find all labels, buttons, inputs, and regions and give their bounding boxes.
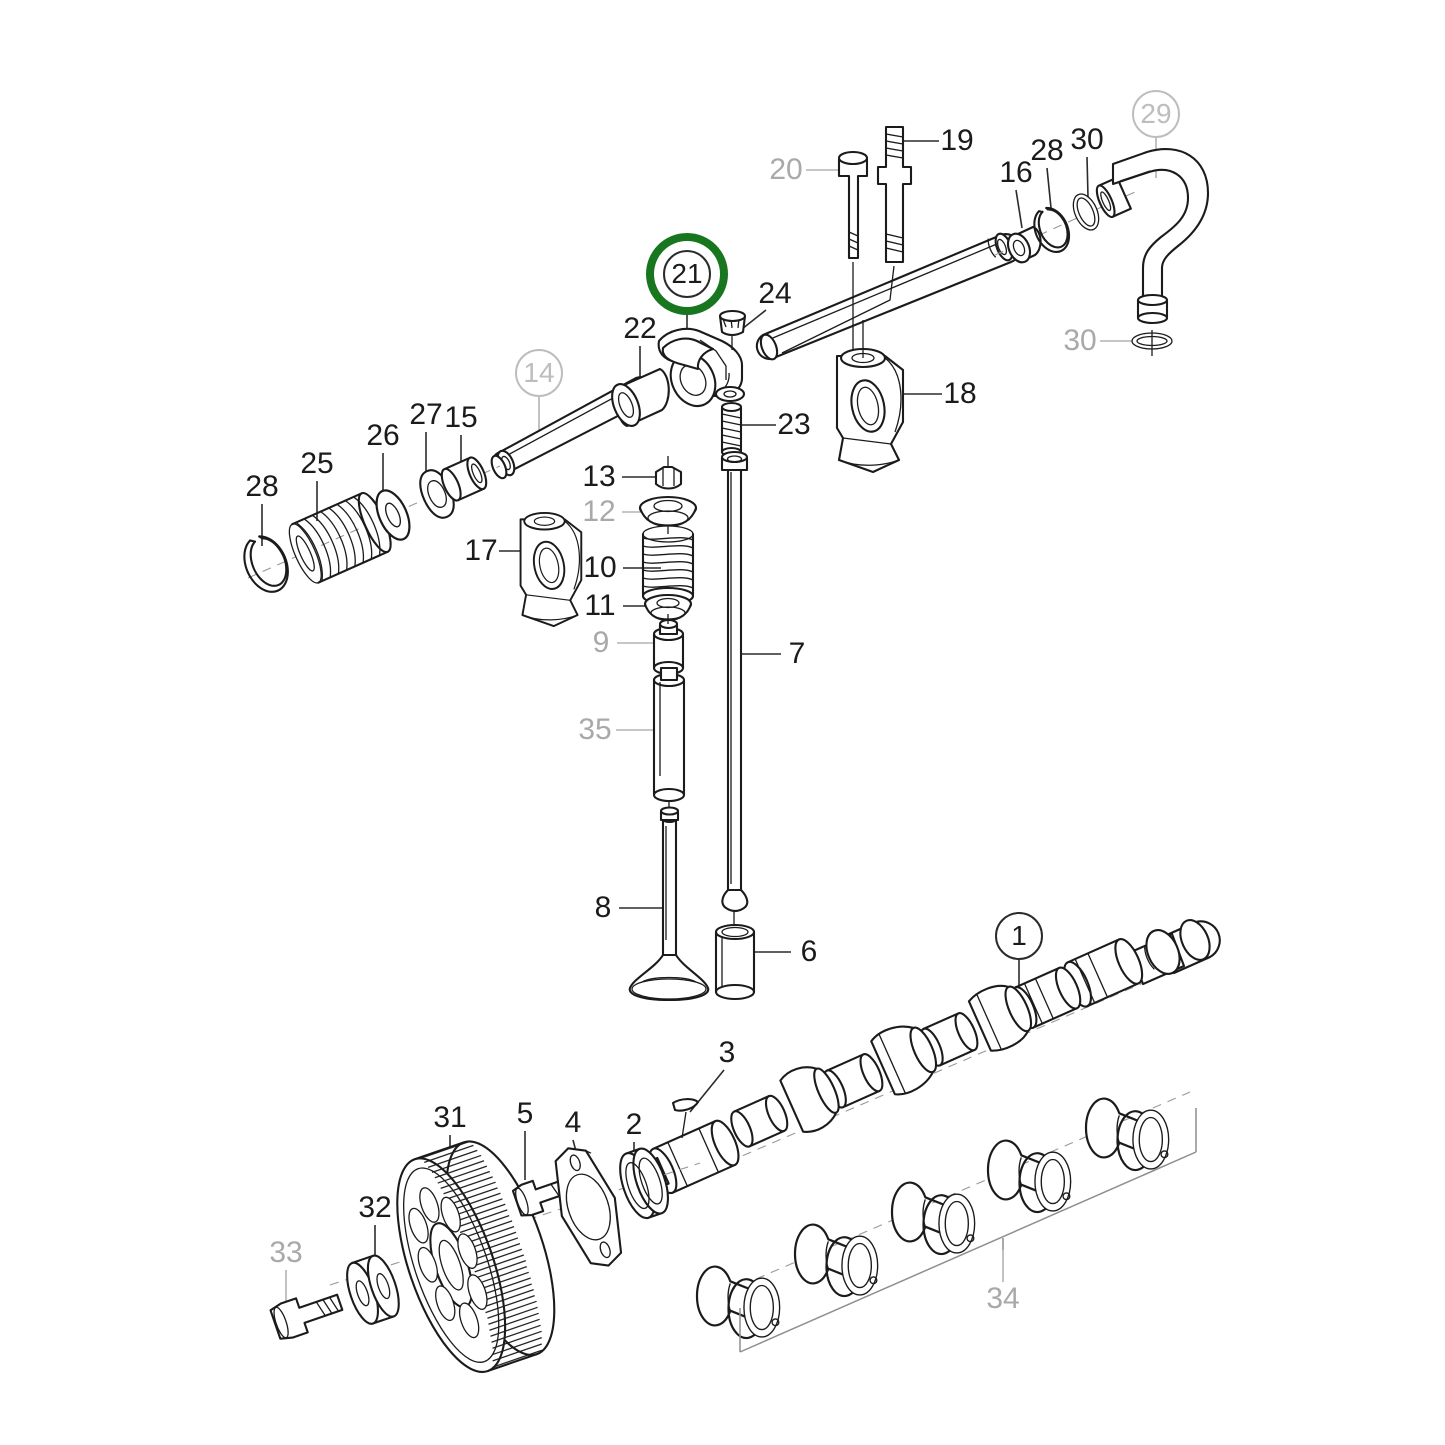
flange-plate-4	[554, 1147, 623, 1267]
part-label-3[interactable]: 3	[718, 1036, 736, 1069]
part-label-8[interactable]: 8	[594, 891, 612, 924]
callout-1[interactable]: 1	[995, 912, 1043, 960]
adjuster-screw-23	[720, 401, 743, 458]
rocker-arm-21	[657, 327, 746, 408]
sleeve-35	[652, 666, 686, 812]
part-label-20[interactable]: 20	[769, 153, 803, 186]
part-label-28-left[interactable]: 28	[245, 470, 279, 503]
timing-gear-31	[396, 1140, 556, 1373]
callout-14-number: 14	[523, 357, 555, 388]
part-24-clip	[718, 309, 747, 350]
part-label-7[interactable]: 7	[788, 637, 806, 670]
part-label-33[interactable]: 33	[269, 1236, 303, 1269]
stud-19	[781, 125, 913, 354]
part-label-30-top[interactable]: 30	[1070, 123, 1104, 156]
part-label-18[interactable]: 18	[943, 377, 977, 410]
part-label-17[interactable]: 17	[464, 534, 498, 567]
part-label-26[interactable]: 26	[366, 419, 400, 452]
part-label-2[interactable]: 2	[625, 1108, 643, 1141]
circlip-28-left	[243, 535, 289, 593]
part-label-6[interactable]: 6	[800, 935, 818, 968]
timing-gear-assembly	[269, 1140, 701, 1373]
part-label-13[interactable]: 13	[582, 460, 616, 493]
valve-spring-10	[641, 525, 695, 606]
part-label-4[interactable]: 4	[564, 1106, 582, 1139]
part-label-11[interactable]: 11	[584, 589, 616, 622]
callout-1-number: 1	[1011, 920, 1027, 951]
part-label-35[interactable]: 35	[578, 713, 612, 746]
bolt-20	[837, 150, 869, 356]
part-label-10[interactable]: 10	[583, 551, 617, 584]
part-label-19[interactable]: 19	[940, 124, 974, 157]
shaft-end-hardware	[994, 176, 1136, 264]
part-label-24[interactable]: 24	[758, 277, 792, 310]
callout-21-number: 21	[671, 258, 703, 289]
callout-21[interactable]: 21	[663, 250, 711, 298]
part-label-32[interactable]: 32	[358, 1191, 392, 1224]
part-label-12[interactable]: 12	[582, 495, 616, 528]
part-label-15[interactable]: 15	[444, 401, 478, 434]
bushing-22	[611, 367, 670, 428]
washer-32	[346, 1254, 400, 1325]
part-label-27[interactable]: 27	[409, 398, 443, 431]
breather-pipe-29	[1111, 148, 1210, 356]
callout-29[interactable]: 29	[1132, 90, 1180, 138]
seal-2	[619, 1147, 669, 1220]
part-label-23[interactable]: 23	[777, 408, 811, 441]
valve-8	[628, 806, 710, 1002]
spacer-15	[440, 456, 488, 502]
spring-retainer-12	[638, 495, 698, 528]
camshaft-bearing-shells-34	[695, 1091, 1197, 1353]
camshaft-1	[639, 919, 1221, 1201]
spring-25	[288, 491, 392, 584]
part-label-25[interactable]: 25	[300, 447, 334, 480]
part-label-9[interactable]: 9	[592, 626, 610, 659]
callout-29-number: 29	[1140, 98, 1172, 129]
tappet-6	[714, 923, 756, 1001]
bracket-17	[519, 511, 583, 628]
bracket-18	[835, 347, 905, 474]
part-label-5[interactable]: 5	[516, 1097, 534, 1130]
part-label-28-right[interactable]: 28	[1030, 134, 1064, 167]
push-rod-7	[720, 450, 749, 930]
part-label-31[interactable]: 31	[433, 1101, 467, 1134]
collets-13	[654, 456, 683, 490]
valve-guide-9	[652, 614, 685, 676]
callout-14[interactable]: 14	[515, 349, 563, 397]
bolt-33	[269, 1293, 344, 1340]
part-label-22[interactable]: 22	[623, 312, 657, 345]
woodruff-key-3	[671, 1098, 700, 1139]
part-label-34[interactable]: 34	[986, 1282, 1020, 1315]
part-label-16[interactable]: 16	[999, 156, 1033, 189]
part-label-30-bottom[interactable]: 30	[1063, 324, 1097, 357]
